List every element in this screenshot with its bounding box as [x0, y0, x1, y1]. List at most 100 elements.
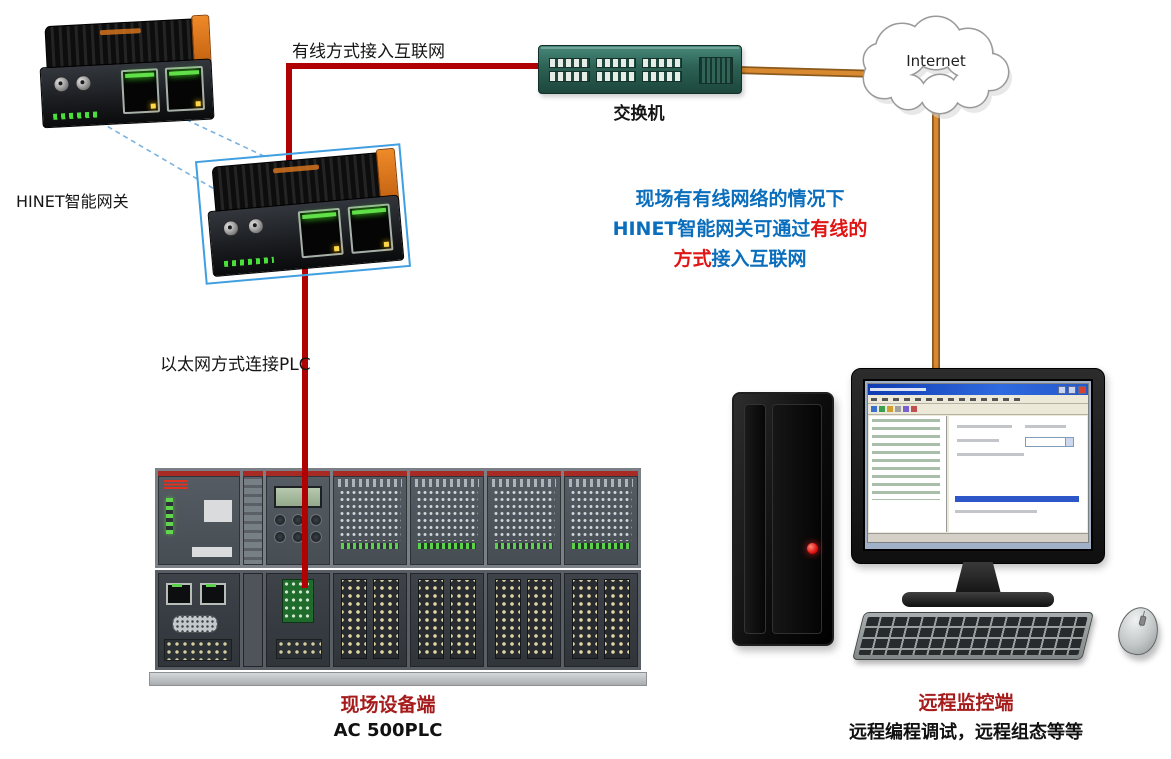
plc-ethernet-port-icon	[200, 583, 226, 605]
switch-vent	[698, 57, 733, 84]
maximize-icon	[1068, 385, 1076, 394]
switch-port-group	[641, 58, 683, 82]
site-caption-subtitle: AC 500PLC	[333, 720, 443, 741]
switch-port-group	[549, 58, 590, 82]
antenna-connector-icon	[222, 220, 240, 238]
cpu-led-column	[166, 498, 173, 534]
plc-terminal-block	[487, 573, 561, 667]
keyboard-keys	[858, 617, 1088, 655]
app-statusbar	[868, 533, 1088, 542]
hinet-gateway-device	[37, 14, 215, 129]
plc-terminal-row	[155, 570, 641, 670]
toolbar-icon	[887, 406, 893, 412]
note-line-1: 现场有有线网络的情况下	[635, 188, 845, 210]
remote-caption-subtitle: 远程编程调试，远程组态等等	[849, 722, 1083, 743]
remote-caption: 远程监控端 远程编程调试，远程组态等等	[756, 688, 1171, 744]
selected-row	[954, 495, 1079, 502]
gateway-label: HINET智能网关	[16, 192, 129, 211]
dropdown-field	[1024, 436, 1074, 447]
project-tree-panel	[869, 416, 947, 532]
status-leds	[224, 257, 274, 268]
remote-caption-title: 远程监控端	[918, 692, 1014, 714]
monitor	[851, 368, 1105, 614]
gateway-logo	[272, 164, 319, 174]
plc-terminal-block	[564, 573, 638, 667]
ethernet-ports	[298, 203, 394, 259]
plc-io-module	[333, 471, 407, 565]
plc-terminal-block	[410, 573, 484, 667]
app-window-title-text	[870, 388, 926, 391]
toolbar-icon	[895, 406, 901, 412]
app-toolbar	[868, 404, 1088, 415]
plc-module-row-top	[155, 468, 641, 568]
tower-side-panel	[772, 404, 822, 634]
switch-label: 交换机	[613, 104, 665, 124]
orange-cable-switch-to-cloud-outline	[732, 66, 884, 78]
minimize-icon	[1058, 385, 1066, 394]
gateway-front-panel	[39, 58, 215, 129]
plc-spacer-module	[243, 471, 263, 565]
note-line-3: 方式接入互联网	[673, 248, 807, 270]
note-line-2: HINET智能网关可通过有线的	[612, 218, 868, 240]
lan-port-icon	[120, 68, 161, 114]
mouse	[1113, 602, 1164, 660]
plc-ethernet-port-icon	[166, 583, 192, 605]
editor-panel	[949, 416, 1087, 532]
note-text: 现场有有线网络的情况下 HINET智能网关可通过有线的 方式接入互联网	[550, 184, 930, 274]
tower-front-panel	[744, 404, 766, 634]
plc-mounting-rail	[149, 672, 647, 686]
app-menubar	[868, 395, 1088, 404]
cloud-shadow	[868, 23, 1012, 119]
power-button-icon	[807, 543, 818, 554]
antenna-connector-icon	[53, 76, 70, 94]
toolbar-icon	[871, 406, 877, 412]
monitor-screen	[863, 379, 1093, 551]
ethernet-switch-device	[538, 45, 742, 94]
green-terminal-block	[282, 579, 314, 623]
toolbar-icon	[911, 406, 917, 412]
orange-cable-switch-to-cloud	[733, 67, 883, 77]
wan-port-icon	[347, 203, 394, 254]
close-icon	[1078, 385, 1086, 394]
abb-logo	[164, 480, 188, 489]
site-caption: 现场设备端 AC 500PLC	[246, 690, 530, 741]
cpu-label-tag	[192, 547, 232, 557]
keyboard	[852, 612, 1094, 660]
hinet-gateway-device-highlighted	[204, 147, 405, 278]
plc-link-label: 以太网方式连接PLC	[160, 355, 311, 375]
serial-port-icon	[172, 615, 218, 633]
plc-terminal-block	[333, 573, 407, 667]
cpu-label-tag	[204, 500, 232, 522]
monitor-stand	[955, 562, 1001, 594]
pc-tower	[732, 392, 834, 646]
plc-io-module	[410, 471, 484, 565]
plc-spacer-base	[243, 573, 263, 667]
app-window-titlebar	[868, 384, 1088, 395]
plc-cpu-module	[158, 471, 240, 565]
wan-port-icon	[165, 65, 205, 112]
plc-power-terminal	[266, 573, 330, 667]
ac500-plc-device	[149, 468, 647, 686]
monitor-base	[902, 592, 1054, 607]
plc-io-module	[564, 471, 638, 565]
antenna-connector-icon	[75, 75, 92, 92]
plc-display-module	[266, 471, 330, 565]
plc-lcd	[274, 486, 322, 508]
gateway-logo	[99, 27, 141, 35]
plc-io-module	[487, 471, 561, 565]
plc-keypad	[273, 514, 323, 543]
status-leds	[53, 111, 98, 120]
monitor-frame	[851, 368, 1105, 564]
gateway-highlight-box	[194, 143, 412, 285]
site-caption-title: 现场设备端	[340, 694, 436, 716]
engineering-app-window	[867, 383, 1089, 543]
antenna-connector-icon	[247, 217, 265, 236]
wired-link-label: 有线方式接入互联网	[292, 42, 445, 62]
toolbar-icon	[903, 406, 909, 412]
plc-comm-base	[158, 573, 240, 667]
internet-label: Internet	[906, 52, 966, 70]
lan-port-icon	[298, 207, 344, 259]
toolbar-icon	[879, 406, 885, 412]
switch-port-group	[595, 58, 636, 82]
